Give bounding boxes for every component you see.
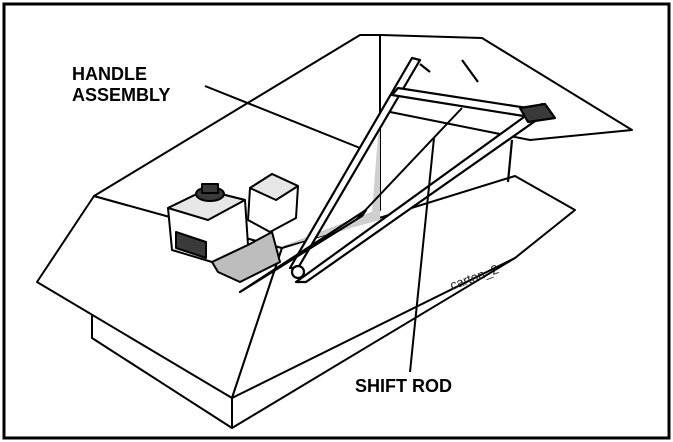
handle-hook-2 <box>461 59 479 83</box>
shift-rod-line <box>355 107 463 221</box>
carton-back-flap <box>379 34 633 141</box>
engine-housing <box>211 231 281 283</box>
engine-cap-top <box>201 183 219 194</box>
handle-assembly <box>238 56 557 294</box>
handle-hook-3 <box>506 139 514 183</box>
handle-label-line2: ASSEMBLY <box>72 85 170 105</box>
shift-rod-leader-line <box>409 137 435 373</box>
engine-side-detail <box>175 231 207 259</box>
handle-label-line1: HANDLE <box>72 64 147 84</box>
fuel-tank-top <box>249 173 299 201</box>
handle-hook-1 <box>419 63 431 73</box>
engine-top <box>167 189 246 221</box>
carton-front-flap <box>231 175 576 399</box>
handle-leader-line <box>204 85 361 149</box>
handle-grip <box>518 102 557 124</box>
engine <box>167 173 299 283</box>
handle-pivot <box>290 264 306 280</box>
shift-rod-label: SHIFT ROD <box>355 376 452 396</box>
